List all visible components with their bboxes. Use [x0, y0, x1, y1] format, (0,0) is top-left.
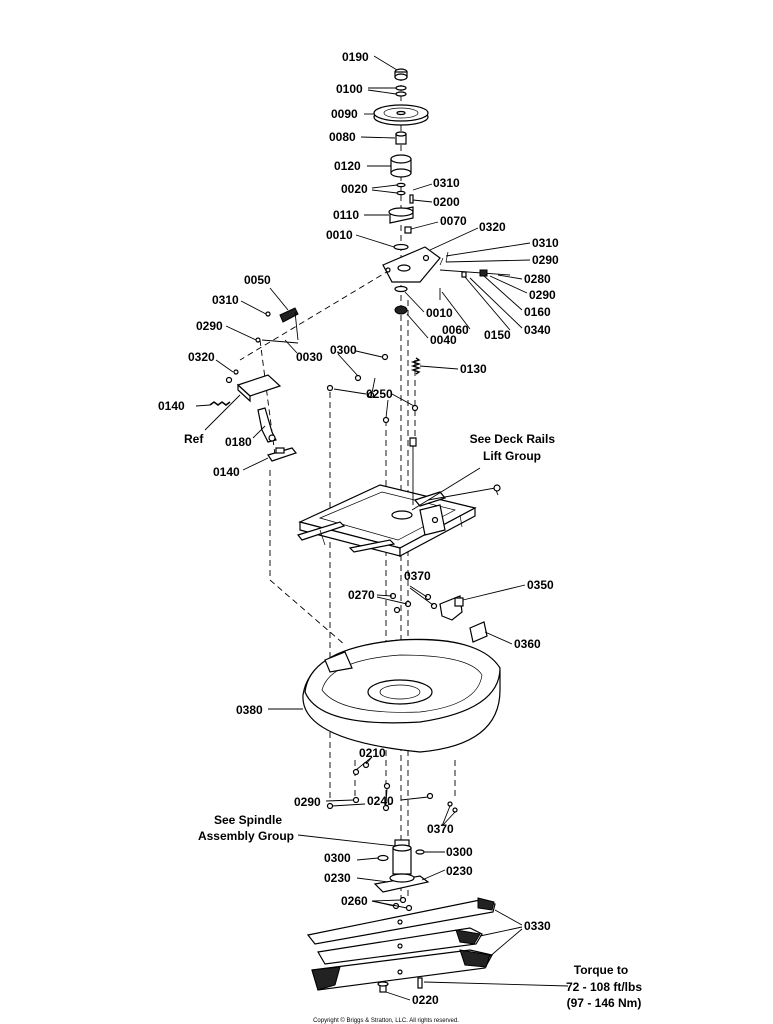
- spring-0130: [410, 357, 422, 375]
- label-0120: 0120: [334, 159, 361, 173]
- label-0300-b: 0300: [324, 851, 351, 865]
- washer-0010-top: [393, 243, 409, 251]
- label-0030: 0030: [296, 350, 323, 364]
- label-0350: 0350: [527, 578, 554, 592]
- mower-deck-0380: [302, 638, 501, 753]
- rod-assembly-right: [439, 251, 511, 278]
- leader-lines: [195, 55, 569, 1001]
- label-0260: 0260: [341, 894, 368, 908]
- label-0140-b: 0140: [213, 465, 240, 479]
- washer-0300-left: [377, 854, 389, 862]
- label-0110: 0110: [333, 208, 359, 222]
- label-0020: 0020: [341, 182, 368, 196]
- label-0320-b: 0320: [188, 350, 215, 364]
- label-0140-a: 0140: [158, 399, 185, 413]
- label-0290-d: 0290: [294, 795, 321, 809]
- note-deck-rails-line1: See Deck Rails: [470, 432, 556, 446]
- blade-bolt-0220: [377, 977, 423, 993]
- label-0180: 0180: [225, 435, 252, 449]
- assembly-centerlines: [239, 75, 456, 900]
- label-0330: 0330: [524, 919, 551, 933]
- clip-0140: [267, 447, 298, 462]
- label-0300-a: 0300: [330, 343, 357, 357]
- lever-0050: [279, 307, 299, 341]
- idler-arm-plate: [382, 246, 441, 283]
- label-0050: 0050: [244, 273, 271, 287]
- note-torque-line2: 72 - 108 ft/lbs: [566, 980, 642, 994]
- part-labels: 0190 0100 0090 0080 0120 0020 0310 0200 …: [158, 50, 559, 1007]
- label-0310-a: 0310: [433, 176, 460, 190]
- bushing-0040: [394, 305, 408, 315]
- label-0080: 0080: [329, 130, 356, 144]
- copyright-notice: Copyright © Briggs & Stratton, LLC. All …: [313, 1017, 459, 1024]
- bracket-0360: [469, 621, 488, 643]
- spacer-0070: [404, 226, 412, 234]
- label-0010-b: 0010: [426, 306, 453, 320]
- label-0370-b: 0370: [427, 822, 454, 836]
- blade-middle: [317, 927, 483, 965]
- label-0300-c: 0300: [446, 845, 473, 859]
- reference-notes: See Deck Rails Lift Group See Spindle As…: [198, 432, 642, 1010]
- bolts-0270: [389, 592, 412, 614]
- washer-0010-lower: [394, 285, 408, 293]
- bolts-0260: [392, 896, 413, 912]
- bolts-0210: [352, 761, 370, 776]
- bracket-0350: [439, 595, 464, 621]
- pulley-0090: [373, 104, 429, 126]
- deck-lift-frame: [296, 437, 501, 557]
- label-0240: 0240: [367, 794, 394, 808]
- note-deck-rails-line2: Lift Group: [483, 449, 541, 463]
- bracket-plate-0320: [225, 369, 282, 403]
- label-0100: 0100: [336, 82, 363, 96]
- label-0290-a: 0290: [532, 253, 559, 267]
- nuts-0370: [424, 593, 438, 610]
- label-0130: 0130: [460, 362, 487, 376]
- label-0290-b: 0290: [529, 288, 556, 302]
- label-0370-a: 0370: [404, 569, 431, 583]
- label-0250: 0250: [366, 387, 393, 401]
- label-0310-c: 0310: [212, 293, 239, 307]
- label-0380: 0380: [236, 703, 263, 717]
- label-0270: 0270: [348, 588, 375, 602]
- label-0340: 0340: [524, 323, 551, 337]
- label-0040: 0040: [430, 333, 457, 347]
- lever-0180: [257, 407, 277, 443]
- label-0060: 0060: [442, 323, 469, 337]
- spindle-assembly: [373, 839, 430, 893]
- hub-0080: [395, 131, 407, 145]
- bolts-0300-0250: [326, 353, 419, 424]
- label-ref: Ref: [184, 432, 204, 446]
- label-0290-c: 0290: [196, 319, 223, 333]
- blade-top: [306, 897, 496, 945]
- note-torque-line3: (97 - 146 Nm): [567, 996, 642, 1010]
- label-0280: 0280: [524, 272, 551, 286]
- label-0160: 0160: [524, 305, 551, 319]
- bearing-0120: [390, 154, 412, 178]
- label-0210: 0210: [359, 746, 386, 760]
- note-torque-line1: Torque to: [574, 963, 628, 977]
- bracket-0110: [388, 206, 414, 224]
- label-0200: 0200: [433, 195, 460, 209]
- label-0310-b: 0310: [532, 236, 559, 250]
- label-0190: 0190: [342, 50, 369, 64]
- label-0360: 0360: [514, 637, 541, 651]
- note-spindle-line2: Assembly Group: [198, 829, 294, 843]
- label-0320-a: 0320: [479, 220, 506, 234]
- label-0070: 0070: [440, 214, 467, 228]
- nut-0190: [394, 68, 408, 81]
- note-spindle-line1: See Spindle: [214, 813, 282, 827]
- hardware-0240: [326, 782, 458, 813]
- label-0230-a: 0230: [324, 871, 351, 885]
- blade-bottom: [311, 949, 493, 991]
- label-0010-a: 0010: [326, 228, 353, 242]
- label-0230-b: 0230: [446, 864, 473, 878]
- label-0090: 0090: [331, 107, 358, 121]
- pin-0200: [409, 194, 414, 204]
- washer-0300-right: [415, 849, 425, 855]
- spring-0140-left: [209, 401, 231, 406]
- label-0220: 0220: [412, 993, 439, 1007]
- label-0150: 0150: [484, 328, 511, 342]
